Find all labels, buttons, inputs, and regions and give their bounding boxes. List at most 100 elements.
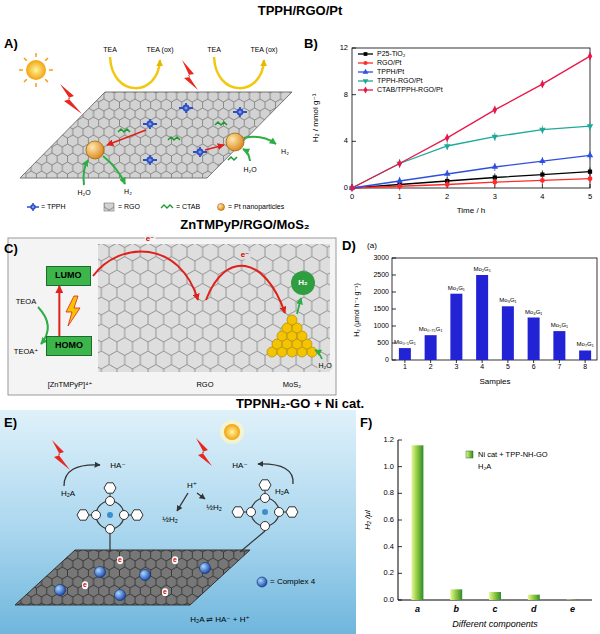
nickel-complex	[55, 585, 66, 596]
tick-label: 2	[429, 363, 433, 371]
panel-letter: A)	[4, 37, 18, 51]
graphene-sheet	[20, 92, 292, 178]
chart-plot	[349, 48, 597, 600]
sun-icon	[24, 58, 27, 61]
data-marker	[540, 178, 545, 183]
product-label: H₂	[298, 279, 307, 288]
product-arrow	[297, 298, 322, 359]
tick-mark	[398, 440, 402, 441]
energy-level-box: LUMO	[46, 266, 91, 286]
legend-entry: TPPH-RGO/Pt	[377, 77, 423, 85]
platinum-particle	[86, 141, 104, 159]
light-bolt	[52, 440, 70, 470]
tick-mark	[398, 493, 402, 494]
species-label: H₂A	[61, 490, 75, 499]
legend-text: P25-TiO₂	[377, 50, 406, 57]
tick-label: 3000	[373, 254, 389, 262]
panel-letter: D)	[342, 239, 356, 253]
legend-text: TPPH/Pt	[377, 68, 404, 75]
species-label: ½H₂	[206, 504, 222, 513]
linker-bond	[109, 534, 110, 552]
data-marker	[396, 177, 402, 183]
nickel-complex	[257, 577, 267, 587]
light-bolt	[182, 60, 198, 90]
tick-label: 500	[377, 339, 389, 347]
tick-mark	[507, 360, 508, 363]
data-marker	[587, 124, 593, 130]
graphene-sheet	[98, 244, 330, 372]
data-marker	[492, 135, 498, 141]
panel-frame	[8, 238, 336, 395]
porphyrin-molecule	[148, 158, 153, 163]
data-marker	[492, 163, 498, 169]
data-bar	[489, 592, 501, 600]
legend-icon	[27, 203, 39, 211]
legend-sample	[363, 87, 367, 94]
data-marker	[444, 170, 450, 176]
data-bar	[502, 306, 514, 360]
porphyrin-molecule	[143, 155, 157, 165]
tick-mark	[392, 360, 396, 361]
data-bar	[411, 445, 423, 600]
species-label: HA⁻	[110, 462, 125, 471]
tick-mark	[392, 309, 396, 310]
sun-icon	[19, 69, 23, 71]
porphyrin-molecule	[233, 107, 247, 117]
cycle-arrow	[64, 465, 100, 486]
sun-icon	[19, 53, 53, 87]
data-marker	[539, 128, 545, 134]
bar-label: Mo₀.₇₅G₁	[419, 326, 443, 333]
bar-label: Mo₀.₅G₁	[394, 339, 416, 346]
sun-icon	[35, 83, 37, 87]
graphene-sheet	[98, 244, 330, 372]
tick-label: c	[492, 605, 497, 615]
tick-mark	[456, 360, 457, 363]
data-bar	[450, 589, 462, 600]
tick-label: 0.0	[384, 596, 394, 604]
tick-label: 7	[557, 363, 561, 371]
porphyrin-molecule	[179, 103, 193, 113]
panel-title: ZnTMPyP/RGO/MoS₂	[180, 218, 309, 232]
level-label: HOMO	[55, 341, 83, 351]
surfactant-chain	[228, 157, 237, 160]
porphyrin-molecule	[77, 483, 143, 534]
porphyrin-molecule	[232, 480, 298, 531]
legend-icon	[218, 204, 225, 211]
panel-letter: C)	[4, 242, 18, 256]
electron-label: e	[172, 556, 178, 564]
data-marker	[444, 144, 450, 150]
porphyrin-molecule	[143, 119, 157, 129]
data-line	[352, 155, 590, 188]
surfactant-chain	[118, 129, 130, 132]
panel-title: TPPH/RGO/Pt	[258, 4, 343, 18]
data-bar	[476, 275, 488, 360]
bar-label: Mo₁G₁	[448, 284, 465, 291]
electron-arrow	[93, 251, 198, 300]
tick-label: 1500	[373, 305, 389, 313]
legend-text: Ni cat + TPP-NH-GO	[478, 451, 548, 459]
tick-mark	[398, 573, 402, 574]
panel-letter: F)	[360, 416, 372, 430]
product-arrow	[84, 137, 277, 185]
tick-mark	[398, 600, 402, 601]
species-label: H₂	[124, 188, 132, 196]
legend-sample	[466, 451, 473, 458]
reagent-arrow	[214, 57, 264, 88]
data-line	[352, 126, 590, 188]
tick-mark	[392, 258, 396, 259]
tick-label: 0.6	[384, 516, 394, 524]
tick-label: 1.0	[384, 463, 394, 471]
species-label: H₂O	[77, 189, 90, 197]
porphyrin-molecule	[193, 147, 207, 157]
axis-title: H₂ /μl	[364, 510, 373, 529]
data-bar	[528, 595, 540, 600]
platinum-particle	[86, 133, 244, 159]
component-label: [ZnTMPyP]⁴⁺	[48, 381, 93, 389]
data-line	[352, 56, 590, 188]
sun-icon	[26, 60, 46, 80]
tick-label: 1.2	[384, 436, 394, 444]
product-arrow	[297, 298, 301, 314]
data-bar	[425, 335, 437, 360]
